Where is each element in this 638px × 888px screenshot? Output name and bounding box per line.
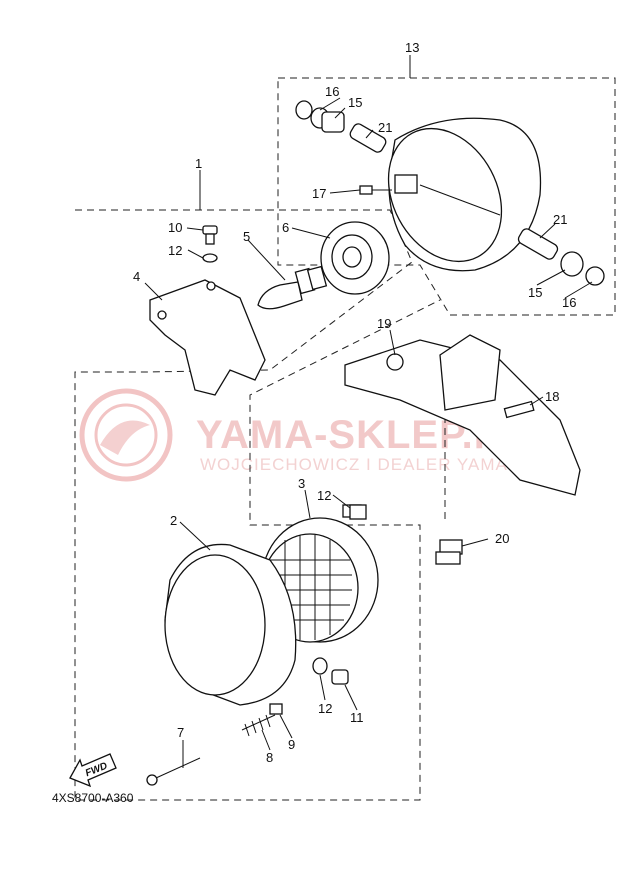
callout-2: 2 xyxy=(170,513,177,528)
callout-12-top: 12 xyxy=(168,243,182,258)
callout-10: 10 xyxy=(168,220,182,235)
callout-13: 12 xyxy=(317,488,331,503)
watermark-logo xyxy=(79,388,173,482)
callout-9: 9 xyxy=(288,737,295,752)
headlight-bracket xyxy=(344,334,581,496)
callout-21-left: 21 xyxy=(378,120,392,135)
callout-15-left: 15 xyxy=(348,95,362,110)
callout-16-right: 16 xyxy=(562,295,576,310)
callout-20: 20 xyxy=(495,531,509,546)
callout-18: 18 xyxy=(545,389,559,404)
nut-9 xyxy=(269,703,283,715)
callout-16-left: 16 xyxy=(325,84,339,99)
cable-tie-20 xyxy=(435,539,463,565)
headlight-bulb-5 xyxy=(257,265,328,310)
screw-10 xyxy=(202,225,218,245)
washer-12-top xyxy=(202,253,218,263)
leader-lines xyxy=(144,55,593,768)
headlight-rim-2 xyxy=(164,543,297,706)
mount-bracket-4 xyxy=(149,279,266,396)
washer-12-bottom xyxy=(312,657,328,675)
forward-arrow-icon: FWD xyxy=(69,753,117,788)
callout-1: 1 xyxy=(195,156,202,171)
grommet-set-left xyxy=(295,100,387,153)
callout-labels: 13 1 16 15 21 17 10 12 5 6 4 21 15 16 19… xyxy=(133,40,576,765)
assembly-14-boundary xyxy=(277,77,616,316)
callout-6: 6 xyxy=(282,220,289,235)
callout-14: 13 xyxy=(405,40,419,55)
screw-11 xyxy=(331,669,349,685)
diagram-code: 4XS8700-A360 xyxy=(52,791,134,805)
callout-17: 17 xyxy=(312,186,326,201)
callout-3: 3 xyxy=(298,476,305,491)
callout-15-right: 15 xyxy=(528,285,542,300)
callout-11: 11 xyxy=(350,710,364,725)
callout-4: 4 xyxy=(133,269,140,284)
callout-5: 5 xyxy=(243,229,250,244)
headlight-housing-shell xyxy=(387,117,542,272)
bolt-17 xyxy=(359,185,392,195)
bolt-18 xyxy=(503,400,535,419)
spring-8 xyxy=(241,714,276,737)
callout-21-right: 21 xyxy=(553,212,567,227)
callout-12-bottom: 12 xyxy=(318,701,332,716)
callout-8: 8 xyxy=(266,750,273,765)
socket-cover-6 xyxy=(320,221,390,295)
nut-13 xyxy=(349,504,367,520)
watermark-dealer: WOJCIECHOWICZ I DEALER YAMAHA xyxy=(200,455,533,474)
assembly-1-boundary xyxy=(74,209,441,801)
screw-7 xyxy=(146,757,201,786)
grommet-set-right xyxy=(517,228,605,286)
callout-7: 7 xyxy=(177,725,184,740)
callout-19: 19 xyxy=(377,316,391,331)
